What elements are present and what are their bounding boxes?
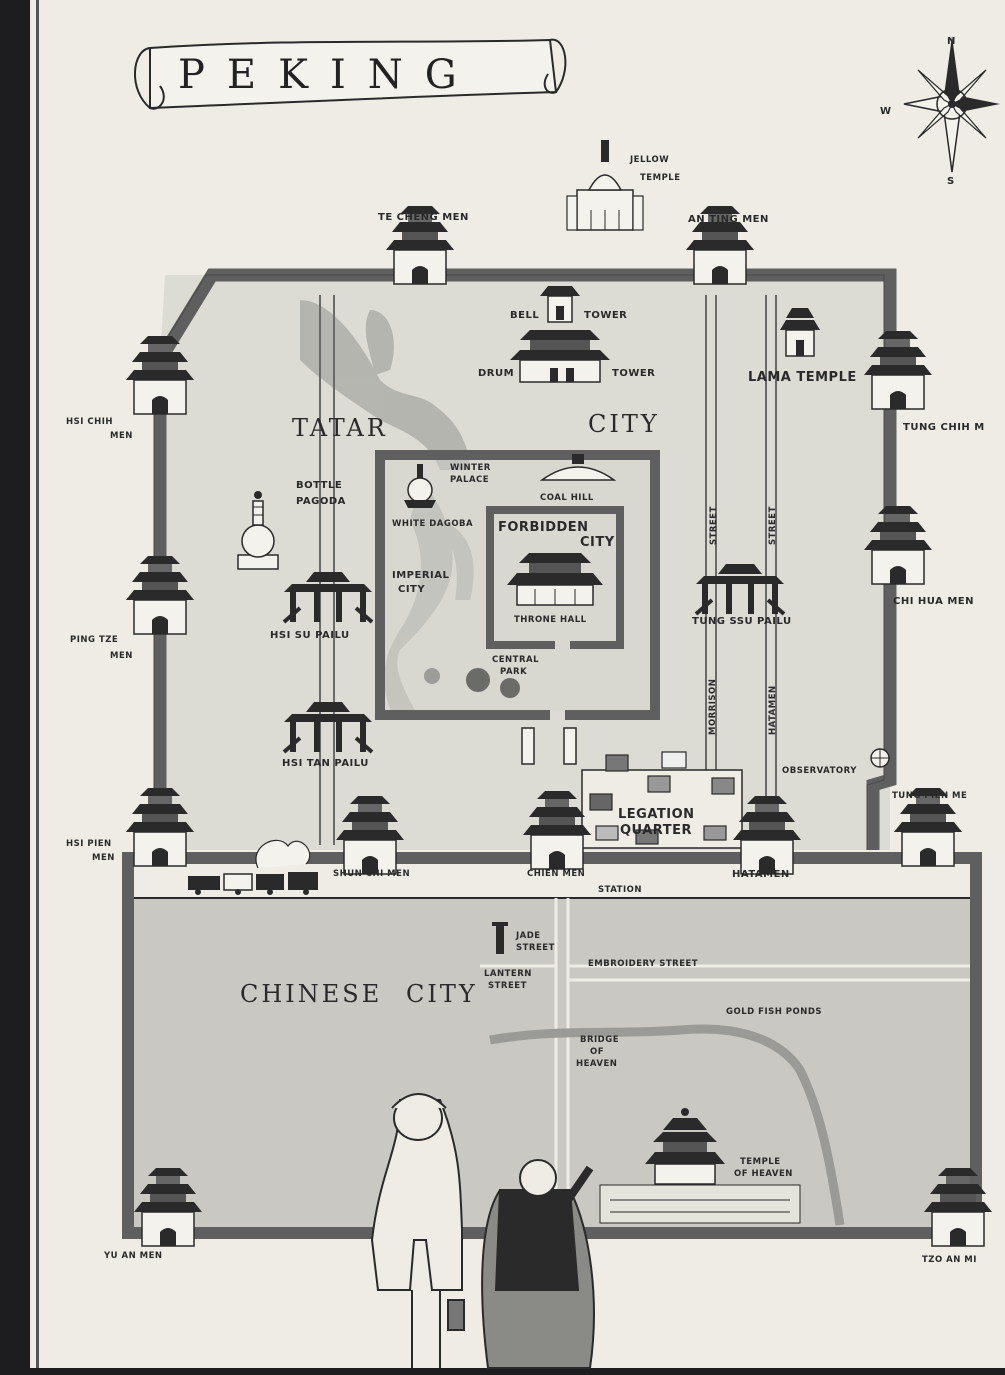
label-an-ting-men: AN TING MEN xyxy=(688,214,769,225)
label-chinese: CHINESE xyxy=(240,980,382,1008)
label-bell: BELL xyxy=(510,310,539,321)
district-labels: TATAR CITY CHINESE CITY xyxy=(240,410,660,1008)
drum-tower-icon xyxy=(510,330,610,383)
statue-icon xyxy=(521,727,577,765)
label-yu-an-men: YU AN MEN xyxy=(103,1251,163,1261)
label-station: STATION xyxy=(598,885,642,895)
forbidden-city-wall xyxy=(486,506,624,649)
temple-of-heaven-altar xyxy=(599,1184,801,1224)
label-shun-chi-men: SHUN CHI MEN xyxy=(333,869,410,879)
river xyxy=(489,1024,845,1226)
label-tatar-city: CITY xyxy=(588,410,660,438)
tree-icon xyxy=(424,668,520,698)
page-binding-edge xyxy=(0,0,30,1375)
label-bell-tower: TOWER xyxy=(584,310,627,321)
label-lantern-2: STREET xyxy=(488,981,527,991)
label-hsi-pien-men-1: HSI PIEN xyxy=(66,839,112,849)
label-hsi-pien-men-2: MEN xyxy=(92,853,115,863)
label-tung-pien-men: TUNG PIEN ME xyxy=(892,791,967,801)
label-jellow-2: TEMPLE xyxy=(640,173,681,183)
coal-hill-icon xyxy=(539,454,617,481)
label-morrison: MORRISON xyxy=(708,679,718,735)
lantern-icon xyxy=(492,922,508,954)
label-temple-heaven-1: TEMPLE xyxy=(740,1157,781,1167)
compass-west: W xyxy=(880,106,892,117)
label-temple-heaven-2: OF HEAVEN xyxy=(734,1169,793,1179)
label-central-1: CENTRAL xyxy=(492,655,539,665)
label-legation-1: LEGATION xyxy=(618,807,695,822)
flags-icon xyxy=(589,751,735,845)
train-icon xyxy=(188,839,318,895)
label-te-cheng-men: TE CHENG MEN xyxy=(378,212,469,223)
label-bridge-2: OF xyxy=(590,1047,604,1057)
compass-south: S xyxy=(947,176,955,187)
observatory-icon xyxy=(870,748,890,768)
label-lama-temple: LAMA TEMPLE xyxy=(748,370,857,385)
label-winter-2: PALACE xyxy=(450,475,489,485)
figure-guide xyxy=(481,1159,595,1369)
page-border-line xyxy=(36,0,39,1368)
label-chien-men: CHIEN MEN xyxy=(527,869,585,879)
label-drum-tower: TOWER xyxy=(612,368,655,379)
label-white-dagoba: WHITE DAGOBA xyxy=(392,519,473,529)
label-chinese-city: CITY xyxy=(406,980,478,1008)
label-tung-ssu-pailu: TUNG SSU PAILU xyxy=(692,616,792,627)
label-forbidden-1: FORBIDDEN xyxy=(498,520,589,535)
label-legation-2: QUARTER xyxy=(620,823,692,838)
white-dagoba-icon xyxy=(404,464,436,508)
label-coal-hill: COAL HILL xyxy=(540,493,594,503)
compass-north: N xyxy=(947,36,956,47)
label-gold-fish: GOLD FISH PONDS xyxy=(726,1007,822,1017)
label-chi-hua-men: CHI HUA MEN xyxy=(893,596,974,607)
label-ping-tze-men-1: PING TZE xyxy=(70,635,118,645)
label-imperial-1: IMPERIAL xyxy=(392,570,449,581)
label-street-2: STREET xyxy=(768,506,778,545)
label-bridge-1: BRIDGE xyxy=(580,1035,619,1045)
label-hsi-tan-pailu: HSI TAN PAILU xyxy=(282,758,369,769)
label-forbidden-2: CITY xyxy=(580,535,615,550)
compass-rose: N S W xyxy=(880,36,1000,187)
lama-temple-icon xyxy=(780,308,820,357)
label-bottle-2: PAGODA xyxy=(296,496,346,507)
temple-icon-jellow xyxy=(566,140,644,231)
label-tung-chih-men: TUNG CHIH M xyxy=(903,422,985,433)
label-street-1: STREET xyxy=(709,506,719,545)
label-winter-1: WINTER xyxy=(450,463,491,473)
label-jade-2: STREET xyxy=(516,943,555,953)
tatar-streets xyxy=(319,295,777,845)
label-hatamen-gate: HATAMEN xyxy=(732,869,790,880)
title-banner: PEKING xyxy=(134,38,567,110)
chinese-streets xyxy=(480,898,970,1225)
street-labels: STREET STREET MORRISON HATAMEN xyxy=(708,506,778,735)
label-ping-tze-men-2: MEN xyxy=(110,651,133,661)
label-lantern-1: LANTERN xyxy=(484,969,532,979)
map-title: PEKING xyxy=(178,52,479,98)
label-throne-hall: THRONE HALL xyxy=(514,615,587,625)
label-imperial-2: CITY xyxy=(398,584,425,595)
label-bridge-3: HEAVEN xyxy=(576,1059,617,1069)
page-bottom-edge xyxy=(0,1368,1005,1375)
label-hsi-su-pailu: HSI SU PAILU xyxy=(270,630,350,641)
label-tzo-an-men: TZO AN MI xyxy=(922,1255,977,1265)
label-hatamen-street: HATAMEN xyxy=(768,685,778,735)
figure-tourist xyxy=(370,1093,465,1368)
label-hsi-chih-men-2: MEN xyxy=(110,431,133,441)
throne-hall-icon xyxy=(507,553,603,606)
gate-labels: TE CHENG MEN AN TING MEN HSI CHIH MEN TU… xyxy=(66,212,985,1265)
bottle-pagoda-icon xyxy=(237,491,279,570)
label-jellow-1: JELLOW xyxy=(629,155,669,165)
label-bottle-1: BOTTLE xyxy=(296,480,342,491)
landmark-labels: JELLOW TEMPLE BELL TOWER DRUM TOWER LAMA… xyxy=(270,155,857,1179)
temple-of-heaven-icon xyxy=(645,1108,725,1185)
bell-tower-icon xyxy=(540,286,580,323)
label-drum: DRUM xyxy=(478,368,514,379)
label-embroidery: EMBROIDERY STREET xyxy=(588,959,698,969)
label-tatar: TATAR xyxy=(292,414,388,442)
label-central-2: PARK xyxy=(500,667,527,677)
label-jade-1: JADE xyxy=(515,931,541,941)
label-observatory: OBSERVATORY xyxy=(782,766,857,776)
label-hsi-chih-men-1: HSI CHIH xyxy=(66,417,113,427)
